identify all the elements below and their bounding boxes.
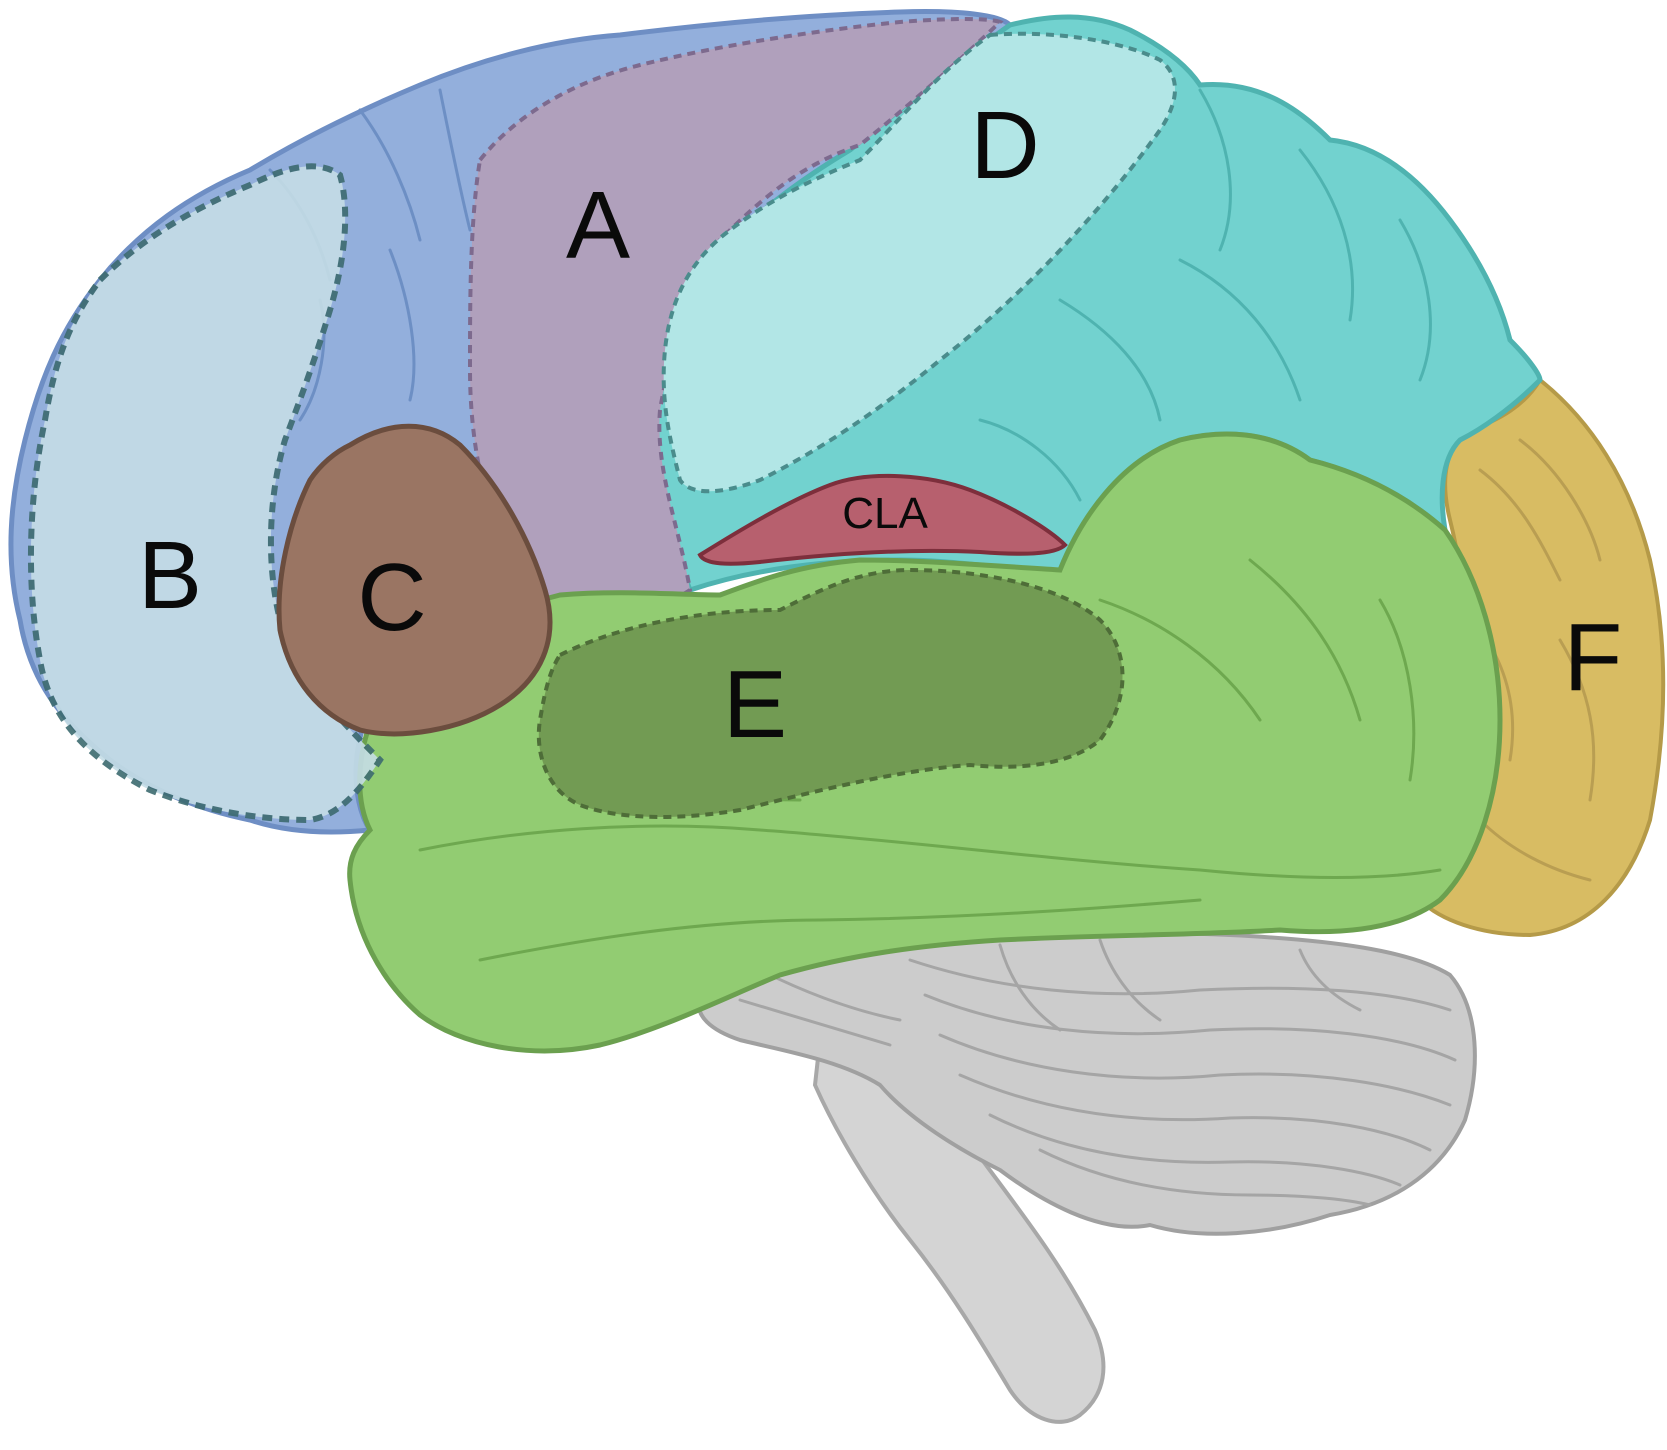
region-cla (697, 473, 1068, 566)
label-f: F (1564, 604, 1623, 711)
region-c (276, 423, 553, 737)
label-b: B (138, 522, 202, 629)
parietal-gyri (978, 88, 1432, 502)
region-e (536, 567, 1125, 819)
region-d (661, 31, 1177, 494)
label-c: C (357, 544, 426, 651)
cerebellum-folia (738, 938, 1457, 1207)
label-a: A (566, 172, 630, 279)
label-d: D (970, 92, 1039, 199)
label-cla: CLA (842, 489, 928, 538)
label-e: E (723, 651, 787, 758)
